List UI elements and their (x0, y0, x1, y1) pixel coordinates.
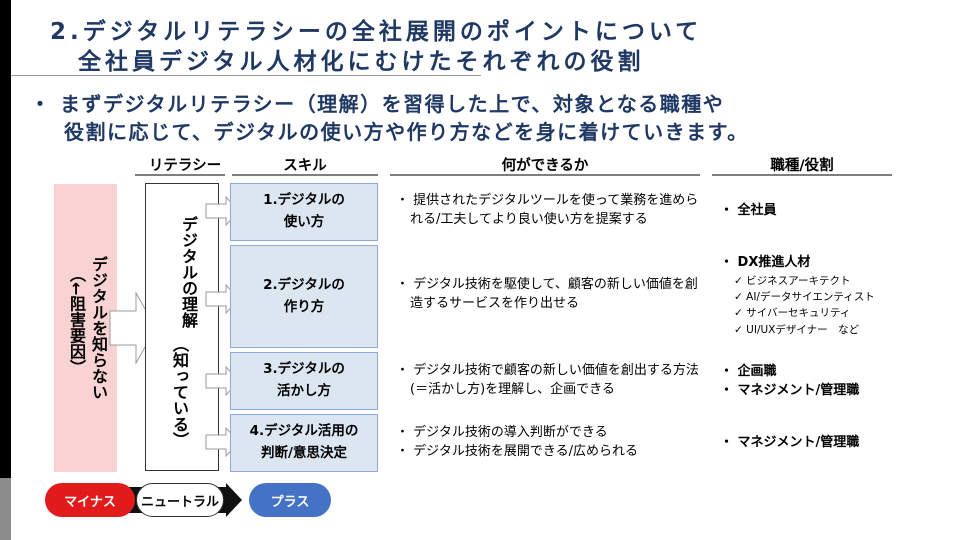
skill-box-leverage: 3.デジタルの 活かし方 (230, 352, 378, 410)
left-accent-bar (0, 0, 11, 540)
col-header-skill: スキル (283, 158, 327, 174)
desc-build: ・ デジタル技術を駆使して、顧客の新しい価値を創造するサービスを作り出せる (396, 276, 706, 314)
col-header-literacy: リテラシー (148, 158, 222, 174)
literacy-sublabel: （知っている） (170, 336, 189, 448)
desc-use: ・ 提供されたデジタルツールを使って業務を進められる/工夫してより良い使い方を提… (396, 192, 706, 230)
scale-minus-pill: マイナス (45, 483, 135, 517)
role-management: ・ マネジメント/管理職 (720, 435, 860, 450)
col-underline-literacy (135, 174, 225, 176)
skill-box-use: 1.デジタルの 使い方 (230, 183, 378, 241)
scale-plus-pill: プラス (249, 483, 331, 517)
skill-box-build: 2.デジタルの 作り方 (230, 245, 378, 348)
desc-decision: ・ デジタル技術の導入判断ができる ・ デジタル技術を展開できる/広められる (396, 424, 706, 462)
role-dx-talent: ・ DX推進人材 ✓ ビジネスアーキテクト ✓ AI/データサイエンティスト ✓… (720, 254, 910, 338)
digital-unaware-label: デジタルを知らない (89, 256, 108, 400)
left-accent-bar-gray (0, 478, 11, 540)
role-planning-management: ・ 企画職 ・ マネジメント/管理職 (720, 364, 860, 398)
desc-build-item: ・ デジタル技術を駆使して、顧客の新しい価値を創造するサービスを作り出せる (396, 277, 698, 311)
literacy-label: デジタルの理解 (179, 216, 198, 328)
role-dx-sub-2: ✓ AI/データサイエンティスト (734, 291, 875, 304)
scale-neutral-pill: ニュートラル (136, 483, 224, 517)
desc-leverage: ・ デジタル技術で顧客の新しい価値を創出する方法(＝活かし方)を理解し、企画でき… (396, 362, 706, 400)
desc-use-item: ・ 提供されたデジタルツールを使って業務を進められる/工夫してより良い使い方を提… (396, 193, 699, 227)
lead-line-1: ・ まずデジタルリテラシー（理解）を習得した上で、対象となる職種や (30, 92, 725, 116)
desc-leverage-item: ・ デジタル技術で顧客の新しい価値を創出する方法(＝活かし方)を理解し、企画でき… (396, 363, 699, 397)
col-underline-skill (232, 174, 378, 176)
col-header-role: 職種/役割 (770, 158, 834, 174)
title-divider (11, 75, 481, 76)
role-all-employees: ・ 全社員 (720, 203, 777, 218)
col-header-can-do: 何ができるか (501, 158, 589, 174)
desc-decision-item-1: ・ デジタル技術の導入判断ができる (396, 425, 608, 440)
literacy-box (145, 183, 219, 471)
skill-box-decision: 4.デジタル活用の 判断/意思決定 (230, 414, 378, 472)
title-line-2: 全社員デジタル人材化にむけたそれぞれの役割 (78, 49, 645, 75)
col-underline-role (712, 174, 892, 176)
col-underline-can-do (390, 174, 700, 176)
role-dx-sub-4: ✓ UI/UXデザイナー など (734, 323, 860, 336)
role-dx-sub-3: ✓ サイバーセキュリティ (734, 307, 851, 320)
role-dx-sub-1: ✓ ビジネスアーキテクト (734, 274, 851, 287)
title-line-1: 2.デジタルリテラシーの全社展開のポイントについて (50, 19, 703, 45)
lead-line-2: 役割に応じて、デジタルの使い方や作り方などを身に着けていきます。 (64, 120, 749, 144)
desc-decision-item-2: ・ デジタル技術を展開できる/広められる (396, 443, 639, 459)
digital-unaware-box (54, 184, 117, 472)
digital-unaware-sublabel: （←阻害要因） (67, 266, 86, 376)
